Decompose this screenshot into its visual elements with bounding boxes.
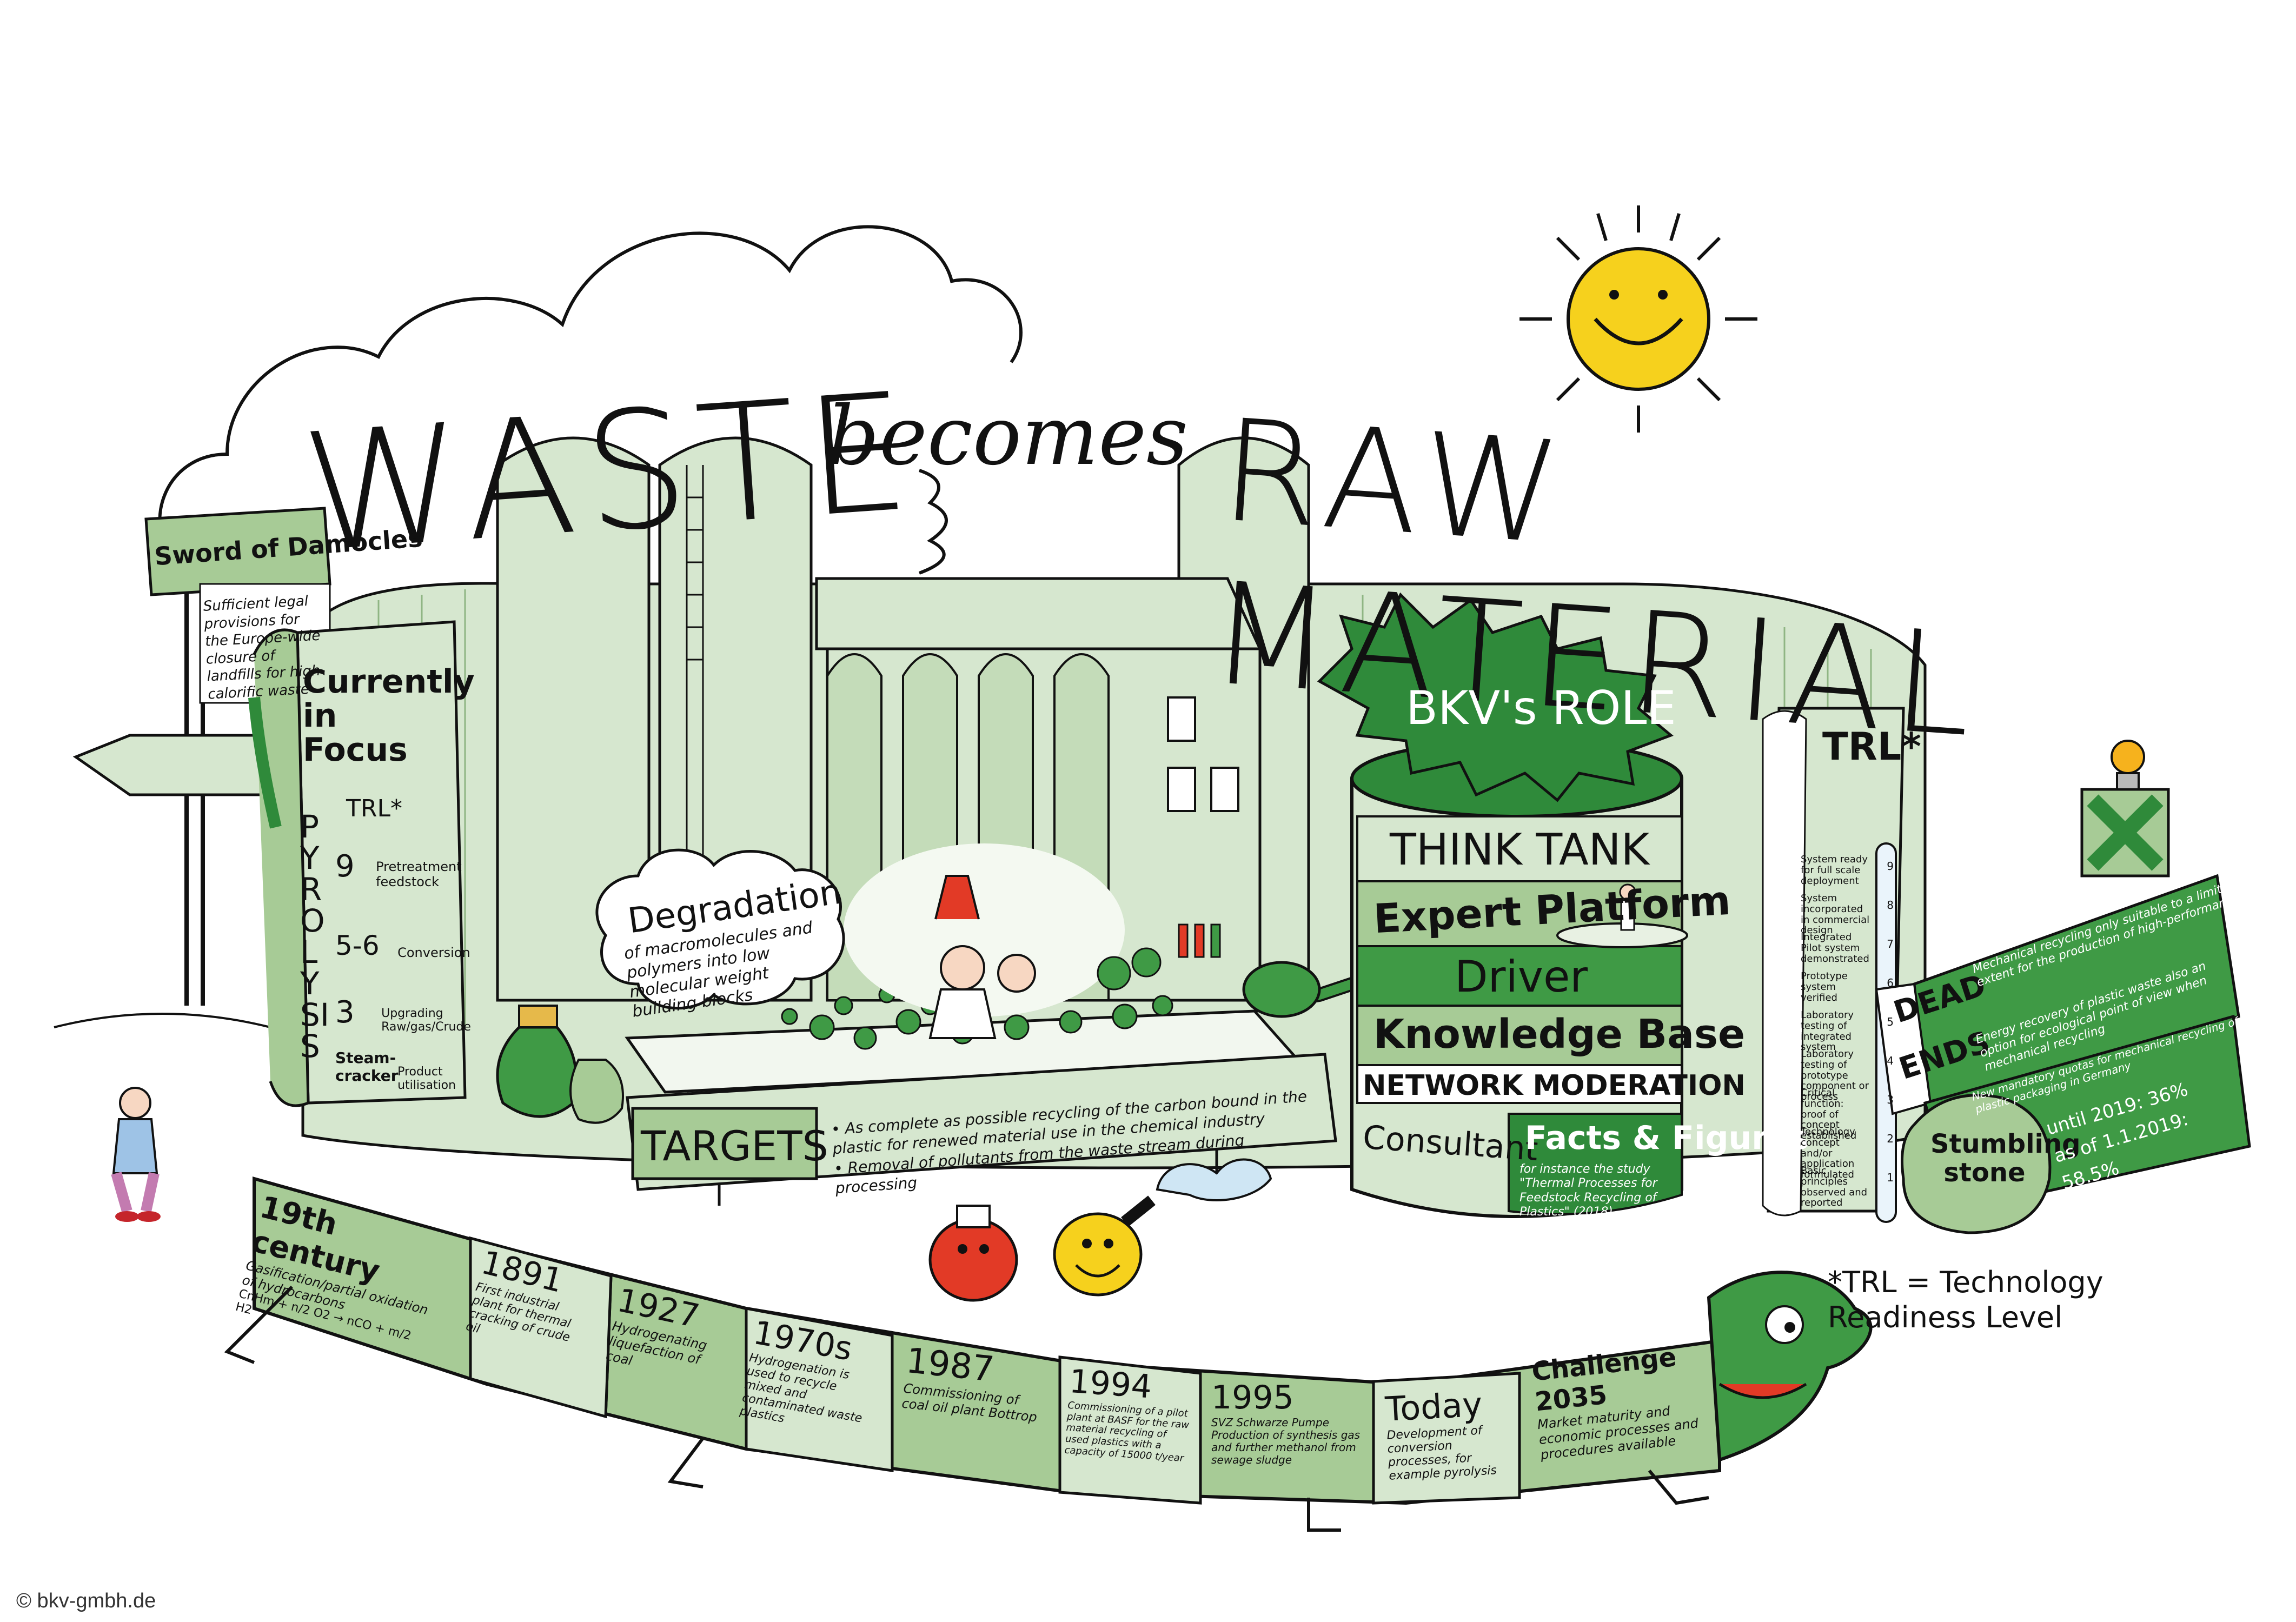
trl-level-num: 2	[1887, 1132, 1894, 1145]
trl-level: Basic principles observed and reported 1	[1801, 1165, 1898, 1209]
bkv-facts-title: Facts & Figures	[1525, 1119, 1809, 1157]
focus-row-trl: 3	[335, 995, 355, 1030]
timeline-year: Today	[1384, 1384, 1483, 1429]
focus-row-desc: Pretreatment feedstock	[376, 859, 462, 889]
bkv-role-driver: Driver	[1455, 952, 1588, 1002]
bkv-role-knowledge-base: Knowledge Base	[1373, 1011, 1746, 1058]
targets-label: TARGETS	[641, 1122, 828, 1170]
focus-row-trl: 5-6	[335, 930, 380, 961]
silo-left	[496, 436, 651, 1002]
focus-row: 5-6 Conversion	[335, 930, 470, 961]
trl-level: Prototype system verified 6	[1801, 971, 1898, 1010]
bkv-tank	[1350, 739, 1688, 1218]
degradation-cloud	[595, 848, 845, 1010]
focus-row-desc: Product utilisation	[397, 1065, 456, 1092]
scientist-figure	[928, 875, 1221, 1039]
trl-level-desc: Basic principles observed and reported	[1801, 1165, 1868, 1209]
trl-levels: System ready for full scale deployment 9…	[1801, 854, 1898, 1209]
smoke-squiggle-icon	[918, 469, 948, 575]
timeline-segment: Challenge 2035 Market maturity and econo…	[1530, 1339, 1719, 1463]
trl-level-desc: Prototype system verified	[1801, 970, 1848, 1003]
trl-level-num: 4	[1887, 1054, 1894, 1067]
trl-level: Critical function: proof of concept esta…	[1801, 1088, 1898, 1141]
timeline-snake	[224, 1176, 1873, 1532]
trl-level-desc: System incorporated in commercial design	[1801, 893, 1870, 936]
trl-level-desc: System ready for full scale deployment	[1801, 854, 1868, 887]
focus-trl-label: TRL*	[346, 795, 402, 822]
focus-row-desc: Upgrading Raw/gas/Crude	[381, 1006, 471, 1034]
trl-scroll	[1762, 707, 1905, 1223]
dead-ends-signpost	[1875, 740, 2240, 1115]
focus-row: 3 Upgrading Raw/gas/Crude	[335, 995, 471, 1034]
targets-banner	[626, 1053, 1337, 1191]
timeline-text: Commissioning of a pilot plant at BASF f…	[1064, 1399, 1190, 1464]
bkv-role-network-moderation: NETWORK MODERATION	[1363, 1069, 1746, 1102]
timeline-text: SVZ Schwarze Pumpe Production of synthes…	[1211, 1416, 1361, 1466]
trl-level-desc: Integrated Pilot system demonstrated	[1801, 932, 1869, 965]
trl-level-num: 7	[1887, 938, 1894, 950]
trl-level-num: 5	[1887, 1015, 1894, 1028]
timeline-segment: 1994 Commissioning of a pilot plant at B…	[1064, 1362, 1195, 1465]
trl-level: Laboratory testing of integrated system …	[1801, 1010, 1898, 1053]
stumbling-label: Stumbling stone	[1930, 1129, 2081, 1188]
bkv-badge: BKV's ROLE	[1406, 681, 1676, 735]
cloud-shape	[158, 225, 1023, 564]
focus-row: Steam-cracker Product utilisation	[335, 1049, 460, 1092]
person-figure	[111, 1087, 161, 1222]
trl-level-desc: Critical function: proof of concept esta…	[1801, 1087, 1857, 1142]
trl-footnote: *TRL = Technology Readiness Level	[1828, 1265, 2103, 1334]
flask-red-icon	[928, 1205, 1018, 1302]
trl-level: System incorporated in commercial design…	[1801, 893, 1898, 936]
timeline-segment: 1987 Commissioning of coal oil plant Bot…	[901, 1341, 1048, 1425]
trl-level-desc: Technology concept and/or application fo…	[1801, 1126, 1855, 1181]
timeline-segment: Today Development of conversion processe…	[1384, 1382, 1519, 1483]
sun-icon	[1519, 205, 1757, 433]
trl-level-num: 1	[1887, 1171, 1894, 1184]
trl-level: Technology concept and/or application fo…	[1801, 1127, 1898, 1180]
copyright-text: © bkv-gmbh.de	[16, 1590, 156, 1612]
trl-label: TRL*	[1822, 724, 1921, 769]
focus-row-desc: Conversion	[397, 945, 470, 960]
trl-level-desc: Laboratory testing of prototype componen…	[1801, 1048, 1869, 1103]
lab-glow	[844, 843, 1125, 1016]
trl-level: Laboratory testing of prototype componen…	[1801, 1049, 1898, 1102]
trl-level: Integrated Pilot system demonstrated 7	[1801, 932, 1898, 971]
focus-scroll	[248, 620, 467, 1107]
trl-level: System ready for full scale deployment 9	[1801, 854, 1898, 893]
bkv-facts-text: for instance the study "Thermal Processe…	[1519, 1162, 1657, 1219]
flask-yellow-icon	[1053, 1158, 1272, 1297]
trl-level-num: 3	[1887, 1093, 1894, 1106]
focus-row: 9 Pretreatment feedstock	[335, 849, 462, 889]
bkv-badge-burst	[1317, 592, 1674, 802]
trl-level-num: 8	[1887, 899, 1894, 912]
trl-level-num: 9	[1887, 860, 1894, 873]
bkv-role-think-tank: THINK TANK	[1390, 825, 1650, 875]
focus-heading: Currently in Focus	[303, 663, 475, 769]
timeline-segment: 1970s Hydrogenation is used to recycle m…	[739, 1314, 885, 1440]
timeline-segment: 1995 SVZ Schwarze Pumpe Production of sy…	[1211, 1379, 1368, 1466]
focus-row-trl: 9	[335, 849, 355, 884]
focus-row-trl: Steam-cracker	[335, 1049, 399, 1085]
trl-level-num: 6	[1887, 976, 1894, 989]
stumbling-stone	[1901, 1014, 2251, 1234]
focus-vertical-word: PYROLYSIS	[300, 808, 329, 1065]
timeline-text: Development of conversion processes, for…	[1386, 1424, 1497, 1483]
title-connector: becomes	[827, 389, 1189, 483]
timeline-year: 1995	[1211, 1379, 1294, 1417]
green-pots	[496, 1005, 624, 1124]
trl-level-desc: Laboratory testing of integrated system	[1801, 1009, 1854, 1053]
